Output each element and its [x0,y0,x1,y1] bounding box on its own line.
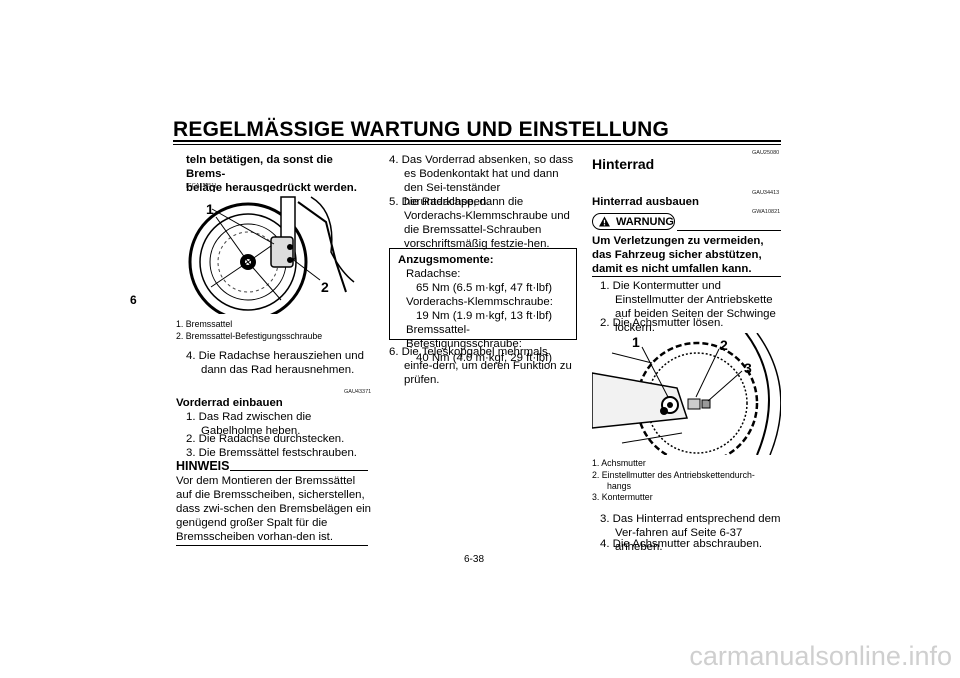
remove-step-2: 2. Die Achsmutter lösen. [600,317,724,329]
col2-step-6: 6. Die Teleskopgabel mehrmals einfe-dern… [389,346,572,386]
torque-box: Anzugsmomente: Radachse: 65 Nm (6.5 m·kg… [389,248,577,364]
col2-step-5: 5. Die Radachse, dann die Vorderachs-Kle… [389,196,570,250]
remove-step-4: 4. Die Achsmutter abschrauben. [600,538,763,550]
wheel-tire [188,202,308,314]
fig1-label-2: 2 [321,279,329,295]
heading-install: Vorderrad einbauen [176,397,283,409]
hinweis-title: HINWEIS [176,459,230,473]
torque-label-clamp: Vorderachs-Klemmschraube: [406,296,553,308]
hinweis-rule [230,470,368,471]
col2-step-4: 4. Das Vorderrad absenken, so dass es Bo… [389,154,574,208]
torque-value-caliper: 40 Nm (4.0 m·kgf, 29 ft·lbf) [416,352,553,364]
adjusting-nut [687,398,701,410]
fig2-caption-3: 3. Kontermutter [592,492,653,502]
code-warn: GWA10821 [752,209,781,215]
remove-step-3: 3. Das Hinterrad entsprechend dem Ver-fa… [600,513,781,553]
watermark: carmanualsonline.info [689,641,952,671]
rear-wheel-figure: 1 2 3 [592,333,781,455]
fig2-label-2: 2 [720,337,728,353]
fig1-label-1: 1 [206,201,214,217]
warning-badge: WARNUNG [592,213,675,230]
page-number: 6-38 [464,554,485,565]
caution-code: [GCA11051] [186,183,216,189]
hinweis-text: Vor dem Montieren der Bremssättel auf di… [176,475,372,543]
fig1-caption-2: 2. Bremssattel-Befestigungsschraube [176,331,323,341]
col1-step-4: 4. Die Radachse herausziehen und dann da… [186,350,364,376]
front-wheel-figure: 1 2 [186,192,356,314]
fig2-label-3: 3 [744,360,752,376]
warning-end-rule [592,276,781,277]
locknut [701,399,711,409]
install-step-2: 2. Die Radachse durchstecken. [186,433,345,445]
torque-value-axle: 65 Nm (6.5 m·kgf, 47 ft·lbf) [416,282,553,294]
torque-label-axle: Radachse: [406,268,461,280]
fig2-label-1: 1 [632,334,640,350]
heading-remove: Hinterrad ausbauen [592,196,699,208]
chapter-tab: 6 [130,293,137,307]
caution-text-end: teln betätigen, da sonst die Brems- belä… [186,154,357,194]
page-title: REGELMÄSSIGE WARTUNG UND EINSTELLUNG [173,118,670,141]
code-section: GAU25080 [752,150,780,156]
install-step-3: 3. Die Bremssättel festschrauben. [186,447,357,459]
section-title: Hinterrad [592,156,655,172]
hinweis-end-rule [176,545,368,546]
fig1-caption-1: 1. Bremssattel [176,319,233,329]
torque-title: Anzugsmomente: [398,254,494,266]
warning-label: WARNUNG [615,215,674,228]
remove-step-1: 1. Die Kontermutter und Einstellmutter d… [600,280,776,334]
warning-icon [599,216,610,227]
fig2-caption-1: 1. Achsmutter [592,458,646,468]
title-rule-thin [173,144,781,145]
warning-text: Um Verletzungen zu vermeiden, das Fahrze… [592,235,764,275]
drive-chain-sprocket [635,341,759,455]
title-rule [173,140,781,142]
code-remove: GAU34413 [752,190,780,196]
code-install: GAU43371 [344,389,372,395]
rear-tire [744,333,770,455]
warning-rule [677,230,781,231]
torque-value-clamp: 19 Nm (1.9 m·kgf, 13 ft·lbf) [416,310,553,322]
install-step-1: 1. Das Rad zwischen die Gabelholme heben… [186,411,312,437]
fig2-caption-2: 2. Einstellmutter des Antriebskettendurc… [592,470,755,491]
torque-label-caliper: Bremssattel-Befestigungsschraube: [406,324,522,350]
